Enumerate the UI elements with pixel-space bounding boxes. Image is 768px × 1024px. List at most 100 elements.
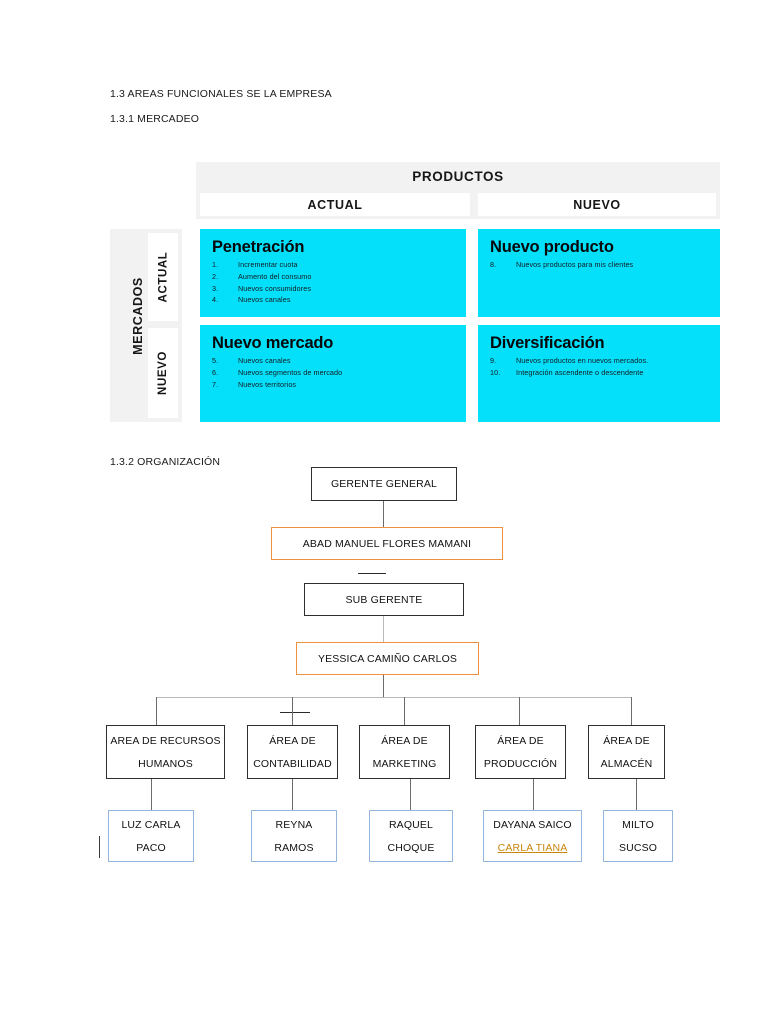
connector-bus-to-dept-2 <box>292 697 294 725</box>
quadrant-item: 6. Nuevos segmentos de mercado <box>212 367 454 379</box>
org-node-staff-produccion[interactable]: DAYANA SAICO CARLA TIANA <box>483 810 582 862</box>
item-number: 9. <box>490 356 497 366</box>
page-heading-organizacion: 1.3.2 ORGANIZACIÓN <box>110 456 221 468</box>
org-node-gerente-general[interactable]: GERENTE GENERAL <box>311 467 457 501</box>
matrix-product-col-nuevo: NUEVO <box>478 193 716 216</box>
quadrant-item: 2.Aumento del consumo <box>212 271 454 283</box>
org-node-gerente-general-person[interactable]: ABAD MANUEL FLORES MAMANI <box>271 527 503 560</box>
org-node-label-line1: RAQUEL <box>388 818 434 831</box>
org-node-department-almacen[interactable]: ÁREA DE ALMACÉN <box>588 725 665 779</box>
org-node-label-line1: ÁREA DE <box>603 734 650 747</box>
matrix-quadrant-penetracion: Penetración 1.Incrementar cuota 2.Aument… <box>200 229 466 317</box>
quadrant-item: 4. Nuevos canales <box>212 294 454 306</box>
org-node-staff-marketing[interactable]: RAQUEL CHOQUE <box>369 810 453 862</box>
quadrant-title: Diversificación <box>490 334 605 352</box>
org-node-department-marketing[interactable]: ÁREA DE MARKETING <box>359 725 450 779</box>
organization-chart: GERENTE GENERAL ABAD MANUEL FLORES MAMAN… <box>0 440 768 900</box>
org-node-label-line2: ALMACÉN <box>600 757 653 770</box>
stray-dash-artifact-lower <box>280 712 310 714</box>
quadrant-title: Nuevo producto <box>490 238 614 256</box>
item-text: Nuevos productos en nuevos mercados. <box>516 356 649 366</box>
connector-bus-to-dept-1 <box>156 697 158 725</box>
quadrant-item: 9. Nuevos productos en nuevos mercados. <box>490 355 708 367</box>
org-node-department-produccion[interactable]: ÁREA DE PRODUCCIÓN <box>475 725 566 779</box>
item-number: 3. <box>212 283 219 293</box>
page-heading-mercadeo: 1.3.1 MERCADEO <box>110 113 200 125</box>
org-node-label-line2: MARKETING <box>372 757 437 770</box>
matrix-market-row-nuevo: NUEVO <box>148 328 178 418</box>
quadrant-title: Penetración <box>212 238 305 256</box>
quadrant-item-list: 8. Nuevos productos para mis clientes <box>490 259 708 271</box>
item-number: 4. <box>212 295 219 305</box>
matrix-quadrant-diversificacion: Diversificación 9. Nuevos productos en nu… <box>478 325 720 422</box>
connector-bus-to-dept-4 <box>519 697 521 725</box>
org-node-label-line1: ÁREA DE <box>381 734 428 747</box>
item-text: Integración ascendente o descendente <box>516 367 644 377</box>
item-text: Aumento del consumo <box>238 271 312 281</box>
item-number: 8. <box>490 260 497 270</box>
quadrant-item-list: 1.Incrementar cuota 2.Aumento del consum… <box>212 259 454 306</box>
matrix-markets-label: MERCADOS <box>131 277 145 355</box>
org-node-label-line2-highlighted[interactable]: CARLA TIANA <box>497 841 568 854</box>
item-text: Nuevos canales <box>238 295 291 305</box>
matrix-products-label: PRODUCTOS <box>412 168 504 184</box>
matrix-quadrant-nuevo-mercado: Nuevo mercado 5.Nuevos canales 6.Nuevos … <box>200 325 466 422</box>
org-node-label-line2: SUCSO <box>618 841 658 854</box>
org-node-department-contabilidad[interactable]: ÁREA DE CONTABILIDAD <box>247 725 338 779</box>
matrix-product-col-nuevo-label: NUEVO <box>573 197 621 212</box>
org-node-label: SUB GERENTE <box>345 593 423 606</box>
org-node-label-line1: DAYANA SAICO <box>493 818 572 831</box>
matrix-product-col-actual-label: ACTUAL <box>307 197 363 212</box>
org-node-department-recursos-humanos[interactable]: AREA DE RECURSOS HUMANOS <box>106 725 225 779</box>
org-node-sub-gerente-person[interactable]: YESSICA CAMIÑO CARLOS <box>296 642 479 675</box>
org-node-staff-contabilidad[interactable]: REYNA RAMOS <box>251 810 337 862</box>
org-node-staff-recursos-humanos[interactable]: LUZ CARLA PACO <box>108 810 194 862</box>
quadrant-item: 8. Nuevos productos para mis clientes <box>490 259 708 271</box>
connector-department-bus <box>156 697 631 699</box>
page-heading-main: 1.3 AREAS FUNCIONALES SE LA EMPRESA <box>110 88 332 100</box>
connector-gg-to-person <box>383 501 385 527</box>
org-node-staff-almacen[interactable]: MILTO SUCSO <box>603 810 673 862</box>
item-number: 7. <box>212 379 219 389</box>
org-node-label-line2: CONTABILIDAD <box>253 757 332 770</box>
org-node-label: ABAD MANUEL FLORES MAMANI <box>302 537 472 550</box>
item-text: Nuevos segmentos de mercado <box>238 367 343 377</box>
org-node-label-line2: CHOQUE <box>387 841 435 854</box>
org-node-label-line1: LUZ CARLA <box>121 818 181 831</box>
connector-dept3-to-staff <box>410 779 412 810</box>
org-node-label: GERENTE GENERAL <box>330 478 438 490</box>
matrix-market-row-nuevo-label: NUEVO <box>157 351 169 395</box>
connector-dept2-to-staff <box>292 779 294 810</box>
connector-sg-to-person <box>383 616 385 642</box>
quadrant-item-list: 9. Nuevos productos en nuevos mercados. 1… <box>490 355 708 378</box>
org-node-label-line1: MILTO <box>622 818 654 831</box>
ansoff-matrix: PRODUCTOS ACTUAL NUEVO MERCADOS ACTUAL N… <box>110 162 720 422</box>
org-node-label: YESSICA CAMIÑO CARLOS <box>317 652 458 665</box>
org-node-label-line1: REYNA <box>275 818 313 831</box>
matrix-markets-header: MERCADOS ACTUAL NUEVO <box>110 229 182 422</box>
matrix-market-row-actual-label: ACTUAL <box>157 251 169 303</box>
item-number: 5. <box>212 356 219 366</box>
quadrant-item: 10. Integración ascendente o descendente <box>490 367 708 379</box>
matrix-quadrant-nuevo-producto: Nuevo producto 8. Nuevos productos para m… <box>478 229 720 317</box>
org-node-label-line2: PRODUCCIÓN <box>483 757 558 770</box>
item-number: 10. <box>490 367 501 377</box>
org-node-sub-gerente[interactable]: SUB GERENTE <box>304 583 464 616</box>
connector-dept4-to-staff <box>533 779 535 810</box>
quadrant-item: 1.Incrementar cuota <box>212 259 454 271</box>
quadrant-item: 7. Nuevos territorios <box>212 379 454 391</box>
stray-dash-artifact-upper <box>358 573 386 575</box>
org-node-label-line1: ÁREA DE <box>269 734 316 747</box>
connector-bus-to-dept-5 <box>631 697 633 725</box>
org-node-label-line1: AREA DE RECURSOS <box>110 734 221 747</box>
matrix-market-row-actual: ACTUAL <box>148 233 178 321</box>
item-number: 6. <box>212 367 219 377</box>
item-text: Nuevos territorios <box>238 379 297 389</box>
connector-bus-to-dept-3 <box>404 697 406 725</box>
org-node-label-line2: HUMANOS <box>138 757 193 770</box>
item-text: Nuevos consumidores <box>238 283 312 293</box>
quadrant-item: 5.Nuevos canales <box>212 355 454 367</box>
item-text: Nuevos productos para mis clientes <box>516 260 634 270</box>
connector-sgperson-to-bus <box>383 675 385 698</box>
org-node-label-line2: PACO <box>136 841 166 854</box>
